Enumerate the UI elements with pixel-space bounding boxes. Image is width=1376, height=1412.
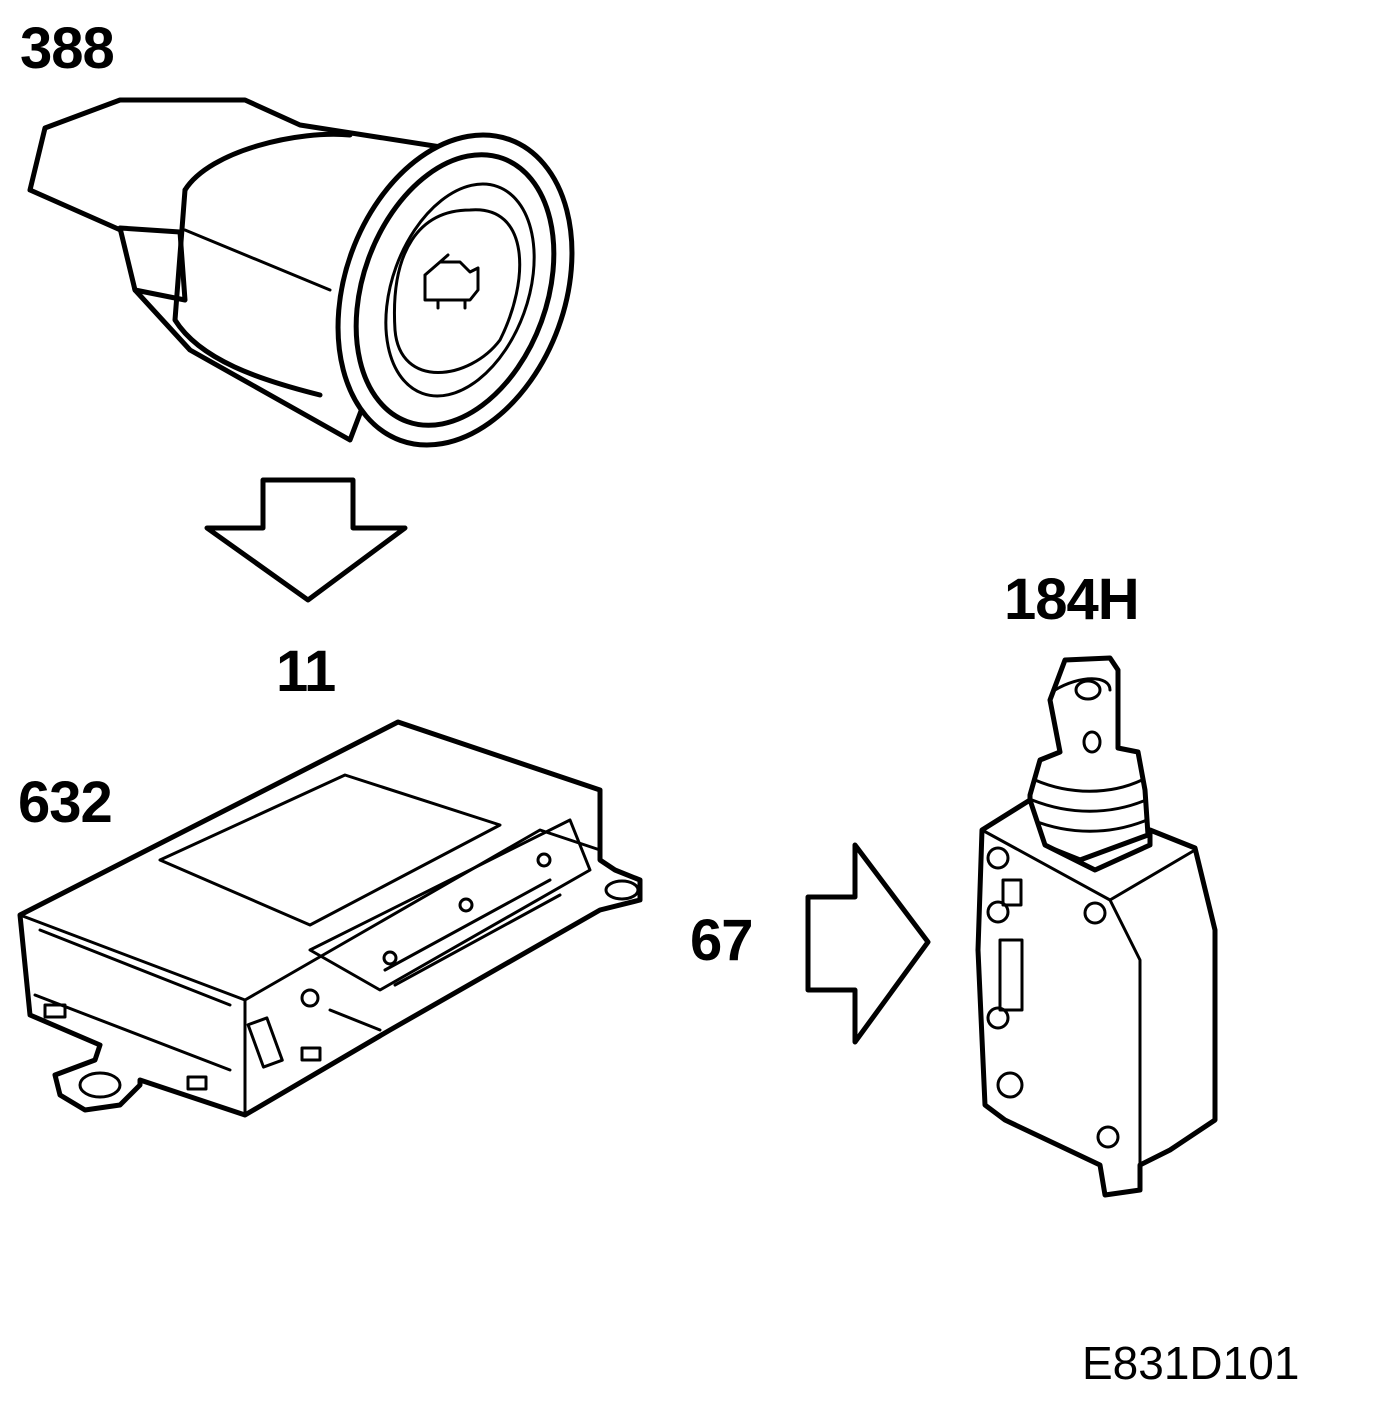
- wire-11-label: 11: [276, 639, 336, 704]
- hood-actuator-drawing: [975, 655, 1218, 1198]
- hood-actuator-ref: 184H: [1004, 567, 1140, 632]
- arrow-right-67: [805, 842, 931, 1045]
- control-module-ref: 632: [18, 770, 113, 835]
- hood-switch-ref: 388: [20, 16, 115, 81]
- arrow-down-11: [204, 477, 408, 603]
- wire-67-label: 67: [690, 908, 754, 973]
- control-module-drawing: [17, 719, 643, 1118]
- hood-switch-drawing: [27, 97, 575, 448]
- figure-id: E831D101: [1082, 1337, 1300, 1389]
